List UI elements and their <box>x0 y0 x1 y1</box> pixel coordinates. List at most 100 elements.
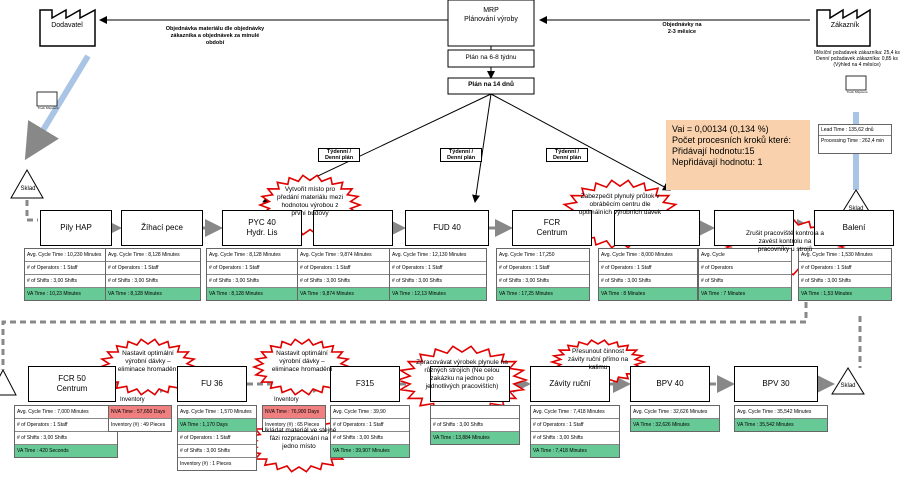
table-row: Avg. Cycle Time : 10,230 Minutes <box>25 249 109 262</box>
table-row: # of Shifts : 3,00 Shifts <box>207 275 299 288</box>
process-box: FCR Centrum <box>512 210 592 246</box>
plan-68-label: Plán na 6-8 týdnu <box>465 54 517 61</box>
process-box <box>714 210 794 246</box>
burst-note: Nastavit optimální výrobní dávky – elimi… <box>271 349 333 373</box>
process-box <box>614 210 700 246</box>
table-row: # of Shifts : 3,00 Shifts <box>178 445 256 458</box>
process-data-table: Avg. Cycle Time : 12,130 Minutes# of Ope… <box>389 248 487 301</box>
burst-note: Ukládat materiál ve stejné fázi rozpraco… <box>261 426 337 450</box>
va-time-row: VA Time : 9,874 Minutes <box>298 288 390 300</box>
table-row: # of Operators : 1 Staff <box>15 419 117 432</box>
table-row: Avg. Cycle Time : 35,542 Minutes <box>735 406 827 419</box>
va-time-row: VA Time : 10,23 Minutes <box>25 288 109 300</box>
table-row: Avg. Cycle Time : 8,128 Minutes <box>207 249 299 262</box>
non-value-adding-line: Nepřidávají hodnotu: 1 <box>672 157 763 167</box>
weekly-plan-3: Týdenní / Denní plán <box>546 148 588 162</box>
va-time-row: VA Time : 420 Seconds <box>15 445 117 457</box>
storage-triangle-supplier <box>10 168 44 199</box>
table-row: # of Operators : 1 Staff <box>106 262 200 275</box>
burst-note: Vytvořit místo pro předání materiálu mez… <box>276 186 344 218</box>
order-customer-text: Objednávky na 2-3 měsíce <box>660 22 704 36</box>
weekly-plan-2: Týdenní / Denní plán <box>440 148 482 162</box>
processing-time: Processing Time : 262,4 min <box>821 138 885 144</box>
process-data-table: Avg. Cycle Time : 39,90# of Operators : … <box>330 405 410 458</box>
supplier-factory-icon <box>39 8 96 47</box>
process-box: BPV 40 <box>630 366 710 402</box>
table-row: # of Operators : 1 Staff <box>207 262 299 275</box>
process-box: Žíhací pece <box>121 210 203 246</box>
demand-outlook: (Výhled na 4 měsíce) <box>833 62 881 68</box>
table-row: Avg. Cycle Time : 1,530 Minutes <box>799 249 891 262</box>
va-time-row: VA Time : 8 Minutes <box>599 288 697 300</box>
customer-label: Zákazník <box>830 22 860 29</box>
inventory-label: Inventory <box>274 397 299 403</box>
table-row: # of Shifts : 3,00 Shifts <box>390 275 486 288</box>
nva-time-row: NVA Time : 57,650 Days <box>109 406 171 419</box>
burst-note: Nastavit optimální výrobní dávky – elimi… <box>117 349 179 373</box>
value-adding-line: Přidávají hodnotu:15 <box>672 146 755 156</box>
storage-label-row2: Sklad <box>840 383 856 389</box>
table-row: Avg. Cycle Time : 17,250 <box>497 249 589 262</box>
process-data-table: Avg. Cycle Time : 9,874 Minutes# of Oper… <box>297 248 391 301</box>
table-row: VA Time : 32,626 Minutes <box>631 419 719 431</box>
inventory-label: Inventory <box>120 397 145 403</box>
process-box: FU 36 <box>177 366 247 402</box>
supplier-shipment-arrow <box>24 54 91 161</box>
table-row: # of Operators : 1 Staff <box>331 419 409 432</box>
va-time-row: VA Time : 39,907 Minutes <box>331 445 409 457</box>
customer-truck-label: Truck Shipment <box>846 90 868 94</box>
process-data-table: Avg. Cycle Time : 10,230 Minutes# of Ope… <box>24 248 110 301</box>
nva-time-row: NVA Time : 76,900 Days <box>263 406 325 419</box>
process-data-table: Avg. Cycle Time : 17,250# of Operators :… <box>496 248 590 301</box>
process-box: Závity ruční <box>530 366 610 402</box>
process-box: PYC 40 Hydr. Lis <box>222 210 302 246</box>
table-row: Avg. Cycle Time : 32,626 Minutes <box>631 406 719 419</box>
burst-shape <box>251 338 353 396</box>
storage-label-supplier: Sklad <box>20 186 36 192</box>
table-row: # of Operators : 1 Staff <box>298 262 390 275</box>
supplier-truck-label: Truck Shipment <box>37 106 59 110</box>
process-box: FUD 40 <box>405 210 489 246</box>
process-box: Balení <box>814 210 894 246</box>
table-row: # of Shifts : 3,00 Shifts <box>431 419 519 432</box>
table-row: Avg. Cycle Time : 8,128 Minutes <box>106 249 200 262</box>
customer-demand: Měsíční požadavek zákazníka: 25,4 ks Den… <box>808 50 906 68</box>
table-row: # of Operators : 1 Staff <box>178 432 256 445</box>
process-steps-line: Počet procesních kroků které: <box>672 135 792 145</box>
table-row: # of Shifts <box>699 275 791 288</box>
burst-note: Zpracovávat výrobek plynule na různých s… <box>416 358 508 390</box>
va-time-row: VA Time : 8,128 Minutes <box>207 288 299 300</box>
mrp-label: MRP Plánování výroby <box>464 7 518 23</box>
table-row: # of Shifts : 3,00 Shifts <box>531 432 619 445</box>
burst-note: Přesunout činnost závity ruční přímo na … <box>567 348 629 372</box>
process-data-table: Avg. Cycle Time : 7,000 Minutes# of Oper… <box>14 405 118 458</box>
timeline-summary-box: Lead Time : 135,62 dnů Processing Time :… <box>818 124 892 154</box>
va-time-row: VA Time : 8,128 Minutes <box>106 288 200 300</box>
table-row: Avg. Cycle Time : 8,000 Minutes <box>599 249 697 262</box>
table-row: # of Shifts : 3,00 Shifts <box>15 432 117 445</box>
table-row: Avg. Cycle Time : 7,418 Minutes <box>531 406 619 419</box>
va-time-row: VA Time : 7,418 Minutes <box>531 445 619 457</box>
table-row: # of Operators <box>699 262 791 275</box>
inventory-count-row: Inventory (#) : 49 Pieces <box>111 422 166 428</box>
mrp-box <box>447 0 535 47</box>
lead-time: Lead Time : 135,62 dnů <box>819 125 891 136</box>
customer-truck-icon <box>845 75 867 91</box>
table-row: # of Operators : 1 Staff <box>799 262 891 275</box>
process-data-table: Avg. Cycle Time : 1,530 Minutes# of Oper… <box>798 248 892 301</box>
vai-summary-box: Vai = 0,00134 (0,134 %) Počet procesních… <box>666 120 810 190</box>
table-row: # of Operators : 1 Staff <box>531 419 619 432</box>
weekly-plan-1: Týdenní / Denní plán <box>318 148 360 162</box>
supplier-label: Dodavatel <box>51 22 83 29</box>
process-data-table: Avg. Cycle Time : 8,128 Minutes# of Oper… <box>105 248 201 301</box>
storage-triangle-right-row2 <box>831 367 865 395</box>
table-row: # of Shifts : 3,00 Shifts <box>298 275 390 288</box>
process-data-table: Avg. Cycle Time : 7,418 Minutes# of Oper… <box>530 405 620 458</box>
table-row: # of Shifts : 3,00 Shifts <box>497 275 589 288</box>
process-data-table: Avg. Cycle Time : 8,128 Minutes# of Oper… <box>206 248 300 301</box>
